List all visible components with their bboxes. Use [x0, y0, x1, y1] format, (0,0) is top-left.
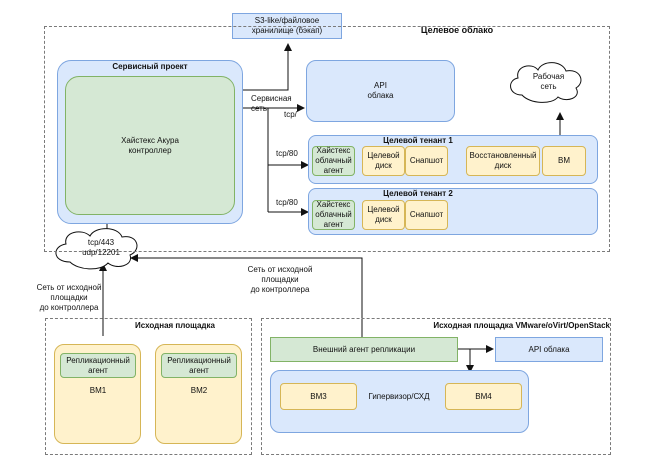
- tenant2-snapshot: Снапшот: [405, 200, 448, 230]
- network-label-right: Сеть от исходной площадки до контроллера: [247, 265, 313, 294]
- tenant1-restored-disk: Восстановленный диск: [466, 146, 540, 176]
- controller-box: Хайстекс Акура контроллер: [65, 76, 235, 215]
- tcp80-label-2: tcp/80: [276, 198, 298, 207]
- tenant2-box: [308, 188, 598, 235]
- target-cloud-title: Целевое облако: [420, 25, 494, 35]
- source-vmware-region: [261, 318, 611, 455]
- tenant1-disk: Целевой диск: [362, 146, 405, 176]
- ports-cloud: [55, 228, 138, 270]
- tenant2-title: Целевой тенант 2: [383, 189, 453, 198]
- arrow-extagent-cloud: [130, 254, 363, 341]
- tcp-label: tcp/: [284, 110, 297, 119]
- vm4-box: ВМ4: [445, 383, 522, 410]
- work-network-cloud: [510, 62, 582, 103]
- cloud-api-box: API облака: [306, 60, 455, 122]
- external-replication-agent: Внешний агент репликации: [270, 337, 458, 362]
- source-vmware-title: Исходная площадка VMware/oVirt/OpenStack: [433, 321, 610, 330]
- tenant1-vm: ВМ: [542, 146, 586, 176]
- vm2-label: ВМ2: [190, 386, 208, 395]
- source-site-title: Исходная площадка: [135, 321, 215, 330]
- vmware-cloud-api: API облака: [495, 337, 603, 362]
- source-site-region: [45, 318, 252, 455]
- network-label-left: Сеть от исходной площадки до контроллера: [36, 283, 102, 312]
- tcp80-label-1: tcp/80: [276, 149, 298, 158]
- vm3-box: ВМ3: [280, 383, 357, 410]
- vm2-agent: Репликационный агент: [161, 353, 237, 378]
- target-cloud-region: [44, 26, 610, 252]
- arrow-controller-s3: [235, 43, 292, 91]
- work-network-label: Рабочая сеть: [532, 72, 565, 91]
- ports-label: tcp/443 udp/12201: [82, 238, 120, 257]
- tenant2-disk: Целевой диск: [362, 200, 405, 230]
- tenant1-title: Целевой тенант 1: [383, 136, 453, 145]
- tenant1-agent: Хайстекс облачный агент: [312, 146, 355, 176]
- tenant1-snapshot: Снапшот: [405, 146, 448, 176]
- service-project-title: Сервисный проект: [112, 62, 188, 71]
- hypervisor-label: Гипервизор/СХД: [368, 392, 430, 401]
- vm1-agent: Репликационный агент: [60, 353, 136, 378]
- vm1-label: ВМ1: [89, 386, 107, 395]
- tenant2-agent: Хайстекс облачный агент: [312, 200, 355, 230]
- service-network-label: Сервисная сеть: [251, 94, 292, 113]
